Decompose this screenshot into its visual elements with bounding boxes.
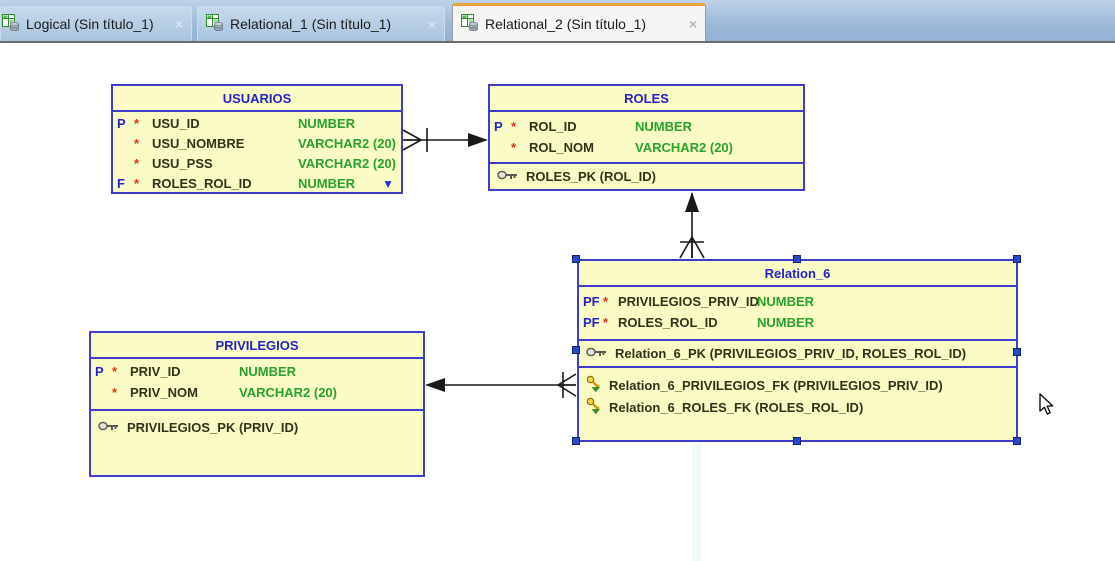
- relational-diagram-icon: [2, 14, 19, 34]
- table-title: ROLES: [490, 86, 803, 112]
- close-icon[interactable]: ×: [688, 15, 697, 32]
- primary-key-entry: Relation_6_PK (PRIVILEGIOS_PRIV_ID, ROLE…: [579, 341, 1016, 366]
- foreign-key-entry: Relation_6_ROLES_FK (ROLES_ROL_ID): [579, 396, 1016, 418]
- pk-key-icon: [586, 346, 608, 361]
- table-title: Relation_6: [579, 261, 1016, 287]
- selection-handle-left-middle[interactable]: [572, 346, 580, 354]
- grid-guide-line: [692, 443, 702, 561]
- selection-handle-bottom-right[interactable]: [1013, 437, 1021, 445]
- close-icon[interactable]: ×: [427, 16, 436, 32]
- fk-key-icon: [586, 397, 602, 417]
- pk-key-icon: [497, 169, 519, 184]
- tab-label: Relational_1 (Sin título_1): [230, 16, 392, 32]
- relational-diagram-icon: [206, 14, 223, 34]
- tab-logical[interactable]: Logical (Sin título_1) ×: [0, 6, 192, 41]
- relational-diagram-icon: [461, 13, 478, 34]
- primary-key-entry: PRIVILEGIOS_PK (PRIV_ID): [91, 416, 423, 438]
- pk-key-icon: [98, 420, 120, 435]
- close-icon[interactable]: ×: [174, 16, 183, 32]
- table-title: USUARIOS: [113, 86, 401, 112]
- primary-key-entry: ROLES_PK (ROL_ID): [490, 164, 803, 189]
- foreign-key-entry: Relation_6_PRIVILEGIOS_FK (PRIVILEGIOS_P…: [579, 374, 1016, 396]
- more-columns-icon[interactable]: ▼: [382, 177, 394, 191]
- selection-handle-top-middle[interactable]: [793, 255, 801, 263]
- table-title: PRIVILEGIOS: [91, 333, 423, 359]
- selection-handle-bottom-middle[interactable]: [793, 437, 801, 445]
- tab-label: Relational_2 (Sin título_1): [485, 15, 647, 32]
- selection-handle-bottom-left[interactable]: [572, 437, 580, 445]
- selection-handle-top-left[interactable]: [572, 255, 580, 263]
- fk-key-icon: [586, 375, 602, 395]
- diagram-tab-bar: Logical (Sin título_1) × Relational_1 (S…: [0, 0, 1115, 43]
- tab-relational-1[interactable]: Relational_1 (Sin título_1) ×: [197, 6, 445, 41]
- selection-handle-right-middle[interactable]: [1013, 348, 1021, 356]
- tab-label: Logical (Sin título_1): [26, 16, 154, 32]
- mouse-cursor-icon: [1038, 393, 1060, 422]
- tab-relational-2[interactable]: Relational_2 (Sin título_1) ×: [452, 3, 706, 41]
- selection-handle-top-right[interactable]: [1013, 255, 1021, 263]
